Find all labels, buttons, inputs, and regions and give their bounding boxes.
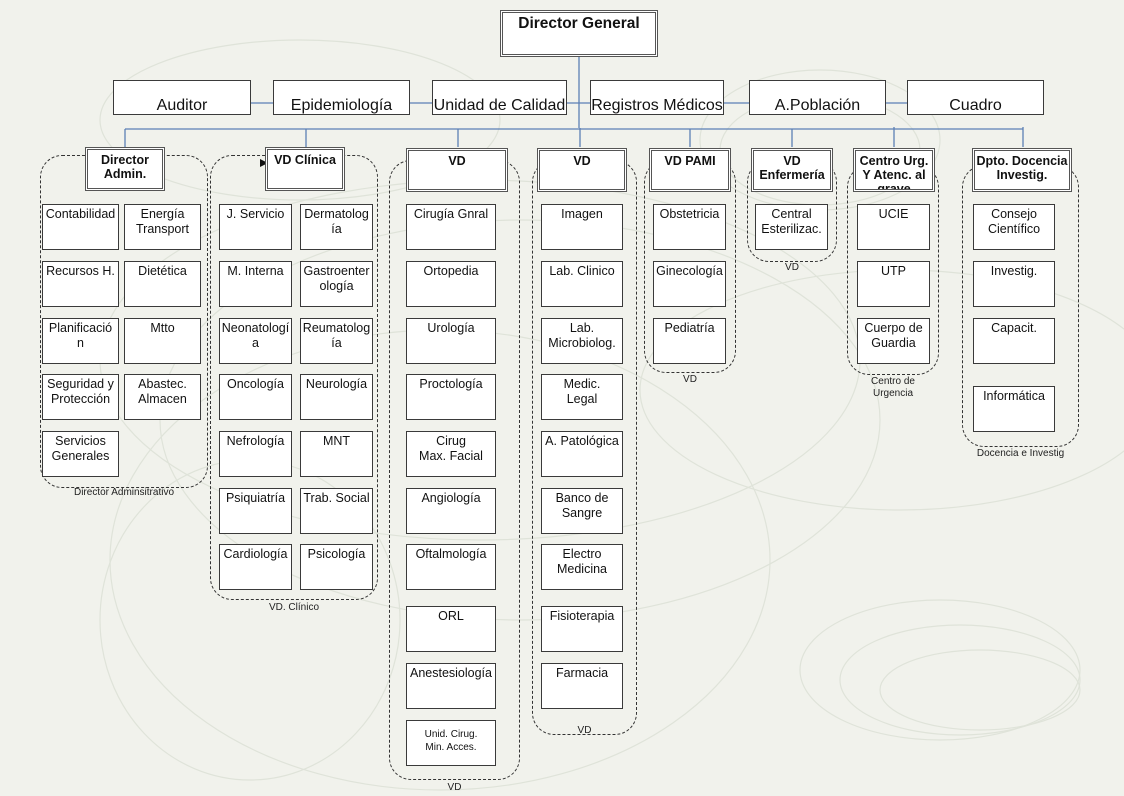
unit-box[interactable]: Electro Medicina xyxy=(541,544,623,590)
unit-box[interactable]: Fisioterapia xyxy=(541,606,623,652)
unit-box[interactable]: MNT xyxy=(300,431,373,477)
unit-box[interactable]: Neonatologí a xyxy=(219,318,292,364)
division-head-box[interactable]: Director Admin. xyxy=(85,147,165,191)
unit-box[interactable]: Ginecología xyxy=(653,261,726,307)
staff-box-registros-medicos[interactable]: Registros Médicos xyxy=(590,80,724,115)
division-group-label: VD. Clínico xyxy=(268,602,319,613)
staff-box-cuadro[interactable]: Cuadro xyxy=(907,80,1044,115)
division-group-label: Docencia e Investig xyxy=(976,448,1065,459)
unit-box[interactable]: Planificació n xyxy=(42,318,119,364)
division-head-box[interactable]: Dpto. Docencia Investig. xyxy=(972,148,1072,192)
unit-box[interactable]: Capacit. xyxy=(973,318,1055,364)
unit-box[interactable]: Abastec. Almacen xyxy=(124,374,201,420)
division-head-box[interactable]: VD PAMI xyxy=(649,148,731,192)
unit-box[interactable]: Nefrología xyxy=(219,431,292,477)
unit-box[interactable]: Oftalmología xyxy=(406,544,496,590)
unit-box[interactable]: Urología xyxy=(406,318,496,364)
unit-box[interactable]: Lab. Microbiolog. xyxy=(541,318,623,364)
unit-box[interactable]: Cuerpo de Guardia xyxy=(857,318,930,364)
unit-box[interactable]: Seguridad y Protección xyxy=(42,374,119,420)
unit-box[interactable]: Servicios Generales xyxy=(42,431,119,477)
unit-box[interactable]: Oncología xyxy=(219,374,292,420)
division-group-label: VD xyxy=(577,725,592,736)
division-head-box[interactable]: Centro Urg. Y Atenc. al grave xyxy=(853,148,935,192)
unit-box[interactable]: Banco de Sangre xyxy=(541,488,623,534)
unit-box[interactable]: M. Interna xyxy=(219,261,292,307)
division-head-box[interactable]: VD Enfermería xyxy=(751,148,833,192)
unit-box[interactable]: Dermatolog ía xyxy=(300,204,373,250)
unit-box[interactable]: Imagen xyxy=(541,204,623,250)
unit-box[interactable]: Consejo Científico xyxy=(973,204,1055,250)
unit-box[interactable]: Dietética xyxy=(124,261,201,307)
unit-box[interactable]: Anestesiología xyxy=(406,663,496,709)
unit-box[interactable]: A. Patológica xyxy=(541,431,623,477)
unit-box[interactable]: Farmacia xyxy=(541,663,623,709)
unit-box[interactable]: Trab. Social xyxy=(300,488,373,534)
unit-box[interactable]: Cirugía Gnral xyxy=(406,204,496,250)
unit-box[interactable]: Neurología xyxy=(300,374,373,420)
unit-box[interactable]: Ortopedia xyxy=(406,261,496,307)
unit-box[interactable]: UTP xyxy=(857,261,930,307)
division-group-label: VD xyxy=(785,262,799,273)
unit-box[interactable]: Energía Transport xyxy=(124,204,201,250)
unit-box[interactable]: Mtto xyxy=(124,318,201,364)
unit-box[interactable]: Contabilidad xyxy=(42,204,119,250)
unit-box[interactable]: Recursos H. xyxy=(42,261,119,307)
unit-box[interactable]: Lab. Clinico xyxy=(541,261,623,307)
unit-box[interactable]: Psicología xyxy=(300,544,373,590)
division-group-label: Director Adminsitrativo xyxy=(73,487,175,498)
division-group-label: VD xyxy=(447,782,462,793)
unit-box[interactable]: Central Esterilizac. xyxy=(755,204,828,250)
unit-box[interactable]: ORL xyxy=(406,606,496,652)
unit-box[interactable]: Obstetricia xyxy=(653,204,726,250)
division-head-box[interactable]: VD xyxy=(537,148,627,192)
unit-box[interactable]: Medic. Legal xyxy=(541,374,623,420)
unit-box[interactable]: J. Servicio xyxy=(219,204,292,250)
director-general-box[interactable]: Director General xyxy=(500,10,658,57)
staff-box-epidemiologia[interactable]: Epidemiología xyxy=(273,80,410,115)
division-head-box[interactable]: VD Clínica xyxy=(265,147,345,191)
unit-box[interactable]: Unid. Cirug. Min. Acces. xyxy=(406,720,496,766)
staff-box-auditor[interactable]: Auditor xyxy=(113,80,251,115)
unit-box[interactable]: Reumatolog ía xyxy=(300,318,373,364)
division-group-label: VD xyxy=(683,374,697,385)
staff-box-unidad-calidad[interactable]: Unidad de Calidad xyxy=(432,80,567,115)
unit-box[interactable]: Pediatría xyxy=(653,318,726,364)
unit-box[interactable]: Investig. xyxy=(973,261,1055,307)
division-head-box[interactable]: VD xyxy=(406,148,508,192)
unit-box[interactable]: Angiología xyxy=(406,488,496,534)
unit-box[interactable]: Informática xyxy=(973,386,1055,432)
division-group-label: Centro de Urgencia xyxy=(871,376,915,399)
unit-box[interactable]: Cirug Max. Facial xyxy=(406,431,496,477)
unit-box[interactable]: UCIE xyxy=(857,204,930,250)
unit-box[interactable]: Proctología xyxy=(406,374,496,420)
unit-box[interactable]: Cardiología xyxy=(219,544,292,590)
unit-box[interactable]: Psiquiatría xyxy=(219,488,292,534)
staff-box-poblacion[interactable]: A.Población xyxy=(749,80,886,115)
unit-box[interactable]: Gastroenter ología xyxy=(300,261,373,307)
